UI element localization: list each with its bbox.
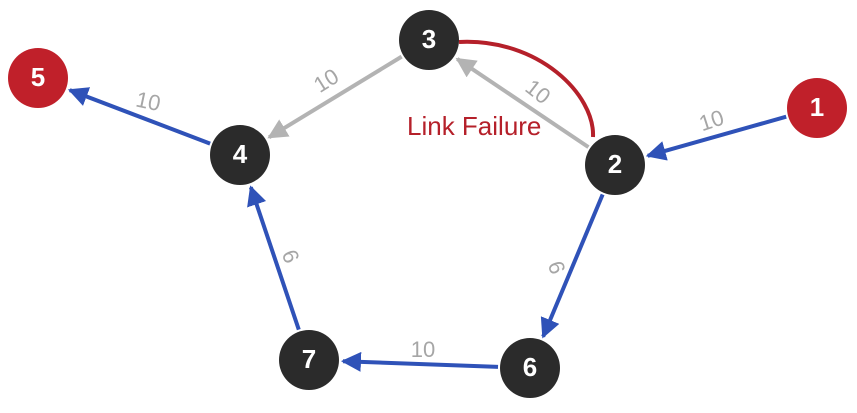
node-circle-1 bbox=[787, 78, 847, 138]
node-6: 6 bbox=[500, 338, 560, 398]
edge-weight-7-to-4: 6 bbox=[277, 246, 305, 267]
edge-2-to-6 bbox=[540, 193, 605, 339]
node-circle-7 bbox=[279, 330, 339, 390]
edge-weight-1-to-2: 10 bbox=[696, 105, 727, 136]
node-circle-6 bbox=[500, 338, 560, 398]
link-failure-label: Link Failure bbox=[407, 111, 541, 141]
node-2: 2 bbox=[585, 135, 645, 195]
link-failure-curve bbox=[458, 39, 596, 138]
edge-4-to-5 bbox=[67, 87, 211, 146]
edge-3-to-4 bbox=[267, 54, 403, 140]
edge-6-to-7 bbox=[340, 351, 499, 372]
edge-weight-2-to-6: 6 bbox=[543, 258, 571, 277]
node-label-3: 3 bbox=[422, 24, 436, 54]
edge-weight-4-to-5: 10 bbox=[134, 87, 163, 117]
node-label-1: 1 bbox=[810, 92, 824, 122]
edge-weight-6-to-7: 10 bbox=[411, 337, 435, 362]
edge-2-to-3 bbox=[455, 57, 590, 149]
node-1: 1 bbox=[787, 78, 847, 138]
node-circle-4 bbox=[210, 125, 270, 185]
node-7: 7 bbox=[279, 330, 339, 390]
node-label-7: 7 bbox=[302, 344, 316, 374]
edge-1-to-2 bbox=[645, 114, 787, 161]
edge-weight-3-to-4: 10 bbox=[309, 63, 343, 97]
node-5: 5 bbox=[8, 48, 68, 108]
node-4: 4 bbox=[210, 125, 270, 185]
node-circle-5 bbox=[8, 48, 68, 108]
edge-7-to-4 bbox=[247, 185, 301, 331]
node-label-6: 6 bbox=[523, 352, 537, 382]
node-circle-3 bbox=[399, 10, 459, 70]
node-label-5: 5 bbox=[31, 62, 45, 92]
node-circle-2 bbox=[585, 135, 645, 195]
node-label-4: 4 bbox=[233, 139, 248, 169]
node-3: 3 bbox=[399, 10, 459, 70]
node-label-2: 2 bbox=[608, 149, 622, 179]
